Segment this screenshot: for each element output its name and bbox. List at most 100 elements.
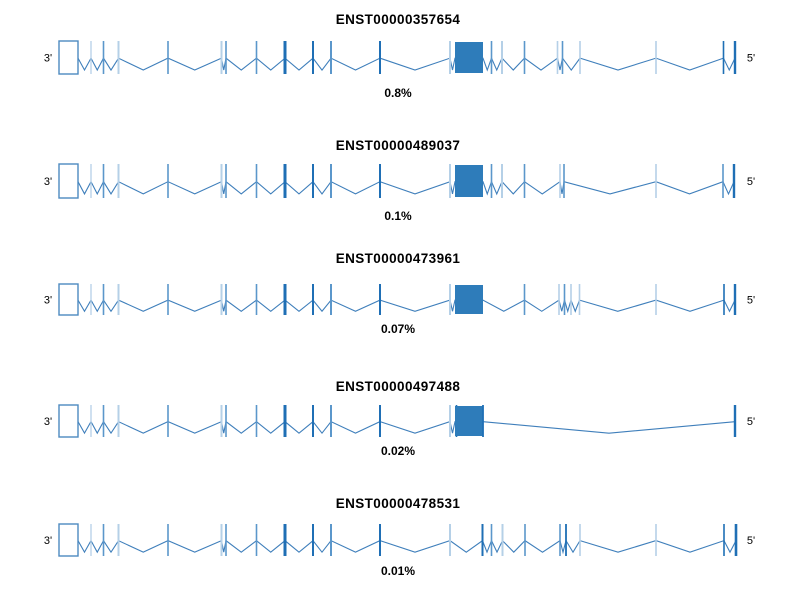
five-prime-label: 5' bbox=[747, 416, 755, 428]
exon bbox=[330, 164, 332, 198]
exon bbox=[167, 164, 169, 198]
exon bbox=[283, 284, 287, 315]
exon bbox=[90, 41, 92, 74]
exon-large bbox=[455, 285, 483, 314]
intron-line bbox=[77, 56, 736, 72]
exon bbox=[167, 405, 169, 437]
exon bbox=[563, 284, 566, 315]
exon bbox=[523, 164, 526, 198]
exon bbox=[523, 41, 526, 74]
exon bbox=[330, 524, 332, 556]
exon bbox=[722, 164, 724, 198]
exon bbox=[283, 164, 287, 198]
exon bbox=[312, 524, 314, 556]
three-prime-label: 3' bbox=[44, 53, 52, 65]
exon bbox=[379, 405, 381, 437]
three-prime-label: 3' bbox=[44, 176, 52, 188]
five-prime-label: 5' bbox=[747, 295, 755, 307]
three-prime-label: 3' bbox=[44, 295, 52, 307]
exon bbox=[312, 284, 314, 315]
transcript-id-label: ENST00000473961 bbox=[336, 251, 461, 266]
exon bbox=[655, 41, 657, 74]
transcript-id-label: ENST00000489037 bbox=[336, 138, 461, 153]
exon bbox=[225, 164, 227, 198]
exon bbox=[501, 164, 503, 198]
exon bbox=[312, 41, 314, 74]
five-prime-label: 5' bbox=[747, 176, 755, 188]
exon bbox=[449, 284, 451, 315]
exon bbox=[167, 41, 169, 74]
exon-large bbox=[455, 406, 483, 436]
exon bbox=[167, 284, 169, 315]
exon bbox=[379, 524, 381, 556]
exon bbox=[501, 524, 504, 556]
transcript-id-label: ENST00000478531 bbox=[336, 496, 461, 511]
exon bbox=[490, 164, 493, 198]
exon bbox=[102, 164, 105, 198]
exon bbox=[102, 524, 105, 556]
exon bbox=[90, 164, 92, 198]
exon bbox=[655, 284, 657, 315]
exon bbox=[490, 41, 493, 74]
intron-line bbox=[77, 298, 736, 314]
exon bbox=[283, 405, 287, 437]
exon bbox=[117, 41, 120, 74]
exon bbox=[449, 405, 451, 437]
exon bbox=[449, 41, 451, 74]
exon bbox=[255, 284, 258, 315]
exon bbox=[579, 524, 581, 556]
exon bbox=[90, 524, 92, 556]
exon-utr-box bbox=[58, 404, 79, 438]
exon bbox=[117, 524, 120, 556]
exon bbox=[579, 41, 581, 74]
exon bbox=[312, 405, 314, 437]
exon bbox=[102, 41, 105, 74]
exon bbox=[565, 524, 567, 556]
exon bbox=[379, 164, 381, 198]
exon bbox=[449, 524, 451, 556]
exon bbox=[283, 524, 287, 556]
exon bbox=[220, 284, 223, 315]
exon-utr-box bbox=[58, 163, 79, 199]
exon bbox=[449, 164, 451, 198]
exon bbox=[220, 524, 223, 556]
exon bbox=[482, 405, 484, 437]
exon bbox=[225, 284, 227, 315]
abundance-label: 0.02% bbox=[381, 444, 415, 458]
exon bbox=[90, 284, 92, 315]
exon bbox=[255, 164, 258, 198]
exon bbox=[225, 41, 227, 74]
exon bbox=[312, 164, 314, 198]
exon bbox=[578, 284, 581, 315]
transcript-id-label: ENST00000357654 bbox=[336, 12, 461, 27]
exon bbox=[330, 284, 332, 315]
exon bbox=[167, 524, 169, 556]
exon bbox=[732, 164, 736, 198]
exon bbox=[379, 284, 381, 315]
transcript-id-label: ENST00000497488 bbox=[336, 379, 461, 394]
exon bbox=[220, 405, 223, 437]
exon bbox=[722, 41, 725, 74]
abundance-label: 0.1% bbox=[384, 209, 412, 223]
exon bbox=[733, 41, 737, 74]
exon bbox=[734, 524, 738, 556]
exon-utr-box bbox=[58, 283, 79, 316]
exon bbox=[283, 41, 287, 74]
exon bbox=[102, 405, 105, 437]
exon bbox=[225, 524, 227, 556]
exon bbox=[490, 524, 493, 556]
exon bbox=[117, 405, 120, 437]
exon bbox=[255, 405, 258, 437]
exon bbox=[561, 41, 564, 74]
exon bbox=[379, 41, 381, 74]
exon bbox=[501, 41, 503, 74]
exon bbox=[563, 164, 565, 198]
exon bbox=[733, 284, 737, 315]
exon bbox=[117, 284, 120, 315]
exon bbox=[255, 41, 258, 74]
